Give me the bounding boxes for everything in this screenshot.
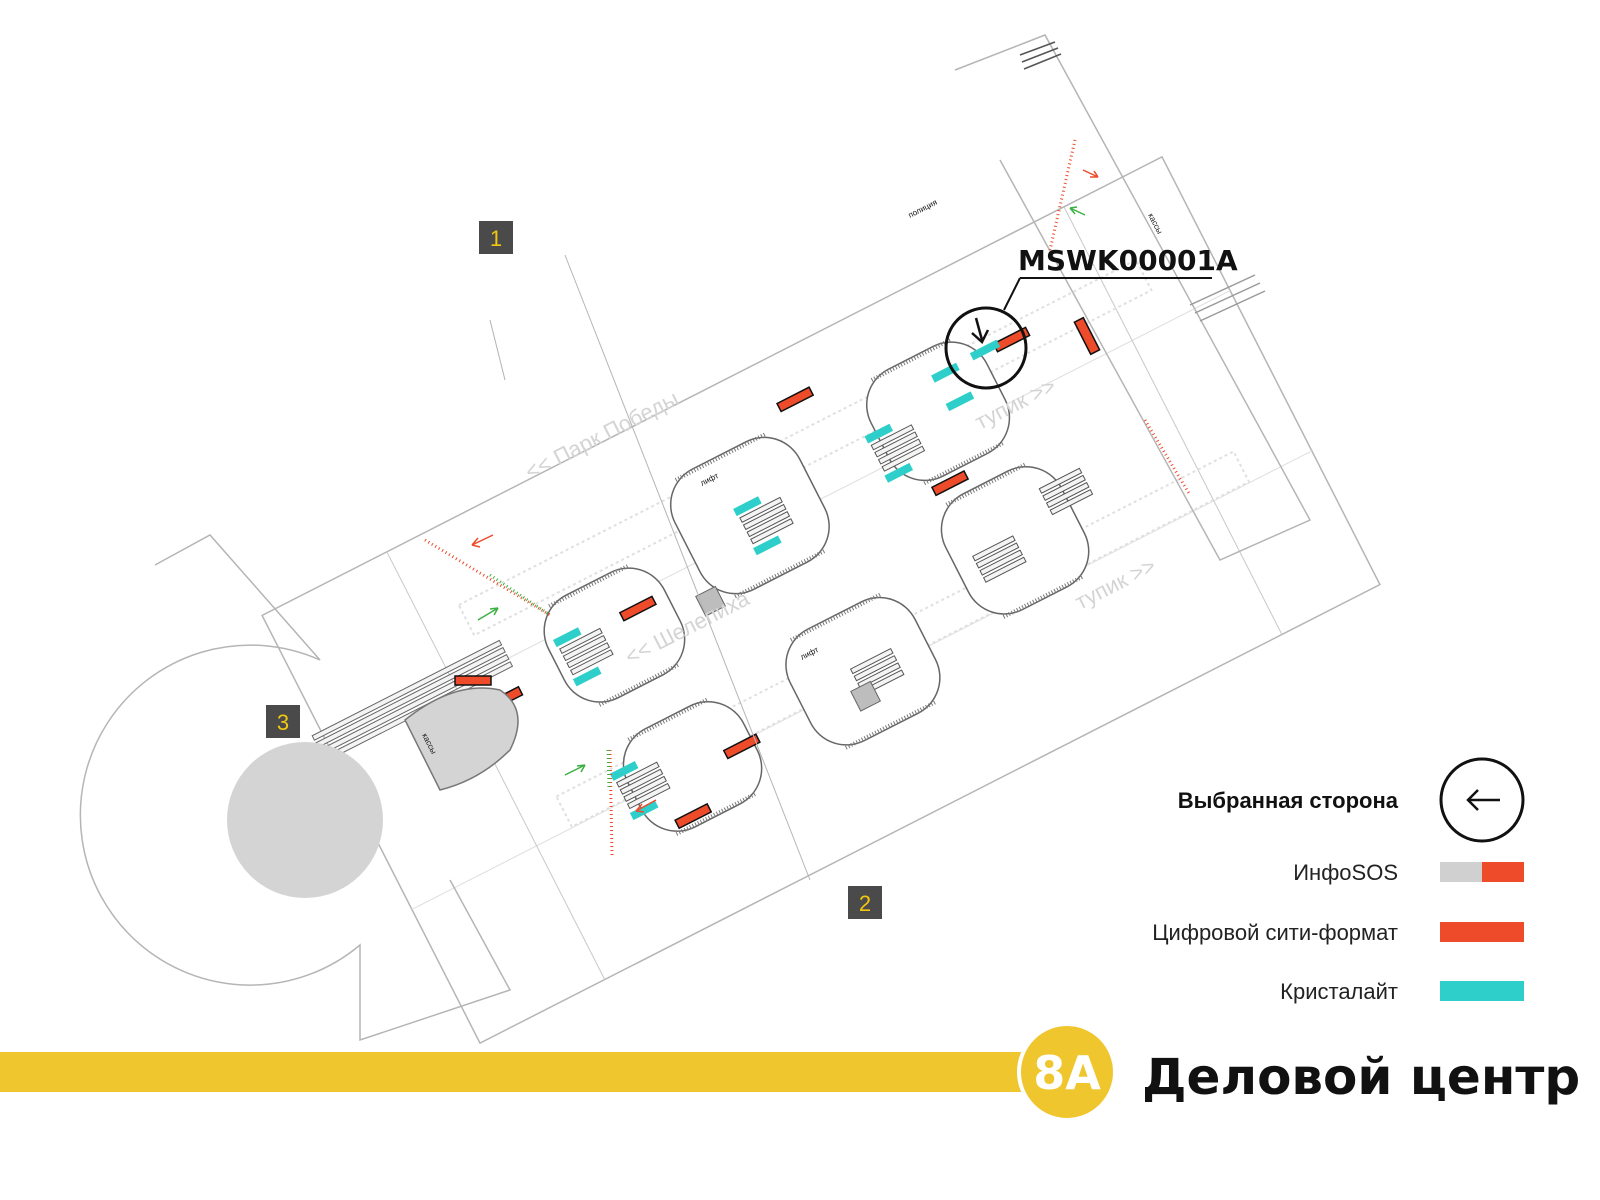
round-hall bbox=[227, 742, 383, 898]
arrow-left-icon bbox=[1466, 789, 1500, 811]
exit-1-number: 1 bbox=[490, 226, 502, 251]
station-name: Деловой центр bbox=[1142, 1048, 1580, 1106]
legend-city-format-label: Цифровой сити-формат bbox=[1152, 920, 1398, 945]
escalators bbox=[559, 424, 1094, 810]
exit-1: 1 bbox=[479, 221, 513, 254]
line-badge bbox=[1017, 1022, 1117, 1122]
legend: Выбранная сторона ИнфоSOS Цифровой сити-… bbox=[1152, 757, 1525, 1004]
lobby-outline bbox=[79, 534, 512, 1042]
exit-2: 2 bbox=[848, 886, 882, 919]
line-band: 8А Деловой центр bbox=[0, 1022, 1580, 1122]
legend-crystalite-swatch bbox=[1440, 981, 1524, 1001]
exit-2-number: 2 bbox=[859, 891, 871, 916]
platform-top bbox=[457, 258, 1153, 637]
station-outline bbox=[261, 155, 1381, 1045]
selected-side-icon bbox=[1439, 757, 1525, 843]
turnstiles-west bbox=[424, 538, 551, 617]
line-number: 8А bbox=[1033, 1046, 1101, 1100]
legend-selected-side-label: Выбранная сторона bbox=[1178, 788, 1399, 813]
stairs-east bbox=[1189, 274, 1266, 322]
legend-infosos-swatch bbox=[1440, 862, 1482, 882]
label-police: полиция bbox=[907, 198, 939, 220]
legend-infosos-label: ИнфоSOS bbox=[1293, 860, 1398, 885]
direction-park-pobedy: << Парк Победы bbox=[521, 386, 683, 485]
cashier-island bbox=[404, 687, 519, 791]
selected-panel-marker[interactable]: MSWK00001A bbox=[944, 244, 1238, 390]
turnstiles-south bbox=[608, 749, 614, 856]
flow-arrows bbox=[471, 169, 1099, 813]
north-vestibule bbox=[954, 34, 1312, 561]
selected-code-label: MSWK00001A bbox=[1018, 244, 1238, 277]
exit-3: 3 bbox=[266, 705, 300, 738]
line-color-bar bbox=[0, 1052, 1040, 1092]
exit-3-number: 3 bbox=[277, 710, 289, 735]
turnstiles-north bbox=[1048, 139, 1077, 251]
legend-crystalite-label: Кристалайт bbox=[1280, 979, 1398, 1004]
legend-city-format-swatch bbox=[1440, 922, 1524, 942]
